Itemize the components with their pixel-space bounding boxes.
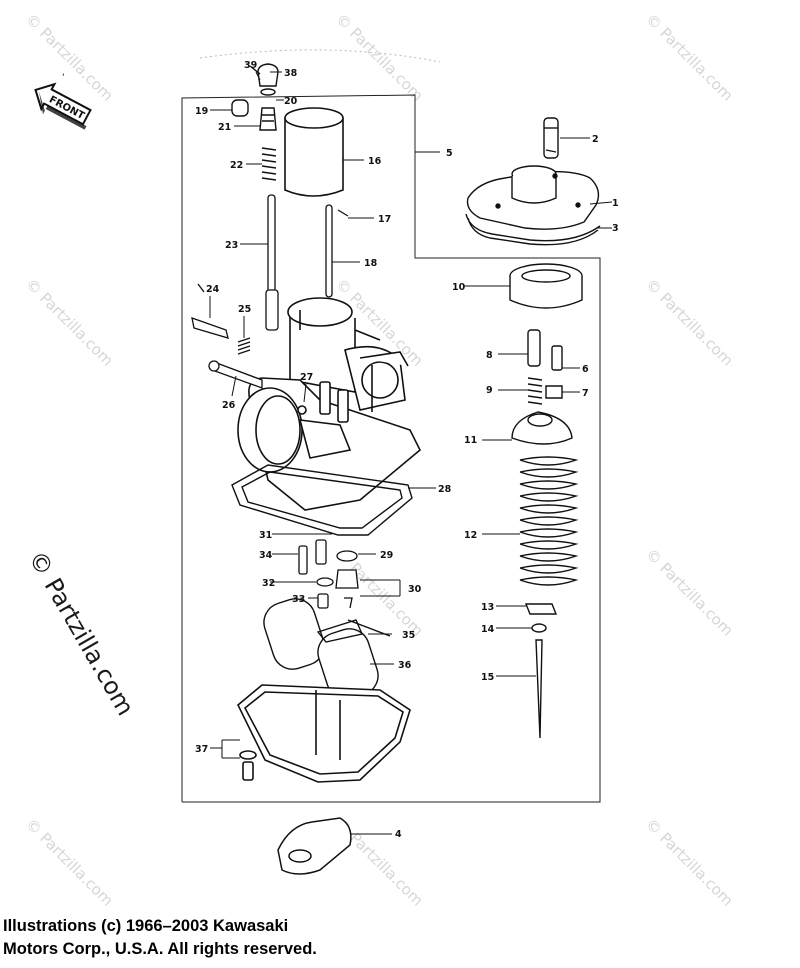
callout-24: 24: [206, 284, 220, 295]
top-cap-assembly: [465, 117, 601, 246]
callout-3: 3: [612, 223, 619, 234]
watermark: © Partzilla.com: [22, 275, 117, 370]
callout-21: 21: [218, 122, 231, 133]
watermark-large: © Partzilla.com: [23, 546, 140, 720]
left-side-parts: [191, 283, 263, 389]
copyright-notice: Illustrations (c) 1966–2003 Kawasaki Mot…: [3, 915, 603, 961]
callout-16: 16: [368, 156, 382, 167]
callout-29: 29: [380, 550, 393, 561]
callout-10: 10: [452, 282, 466, 293]
drain-cap: [277, 817, 352, 875]
callout-35: 35: [402, 630, 415, 641]
callout-39: 39: [244, 60, 257, 71]
float-bowl: [237, 684, 411, 783]
callout-7: 7: [582, 388, 589, 399]
callout-14: 14: [481, 624, 495, 635]
callout-33: 33: [292, 594, 305, 605]
callout-27: 27: [300, 372, 313, 383]
svg-text:‘: ‘: [62, 73, 65, 83]
callout-38: 38: [284, 68, 298, 79]
callout-1: 1: [612, 198, 619, 209]
assembly-frame: [181, 49, 601, 803]
carburetor-body: [237, 297, 421, 511]
callout-36: 36: [398, 660, 412, 671]
float-assembly: [263, 598, 391, 700]
top-small-parts: [231, 63, 279, 181]
callout-23: 23: [225, 240, 238, 251]
copyright-line-2: Motors Corp., U.S.A. All rights reserved…: [3, 940, 317, 958]
callout-2: 2: [592, 134, 599, 145]
watermark: © Partzilla.com: [642, 815, 737, 910]
callout-9: 9: [486, 385, 493, 396]
callout-13: 13: [481, 602, 494, 613]
callout-22: 22: [230, 160, 243, 171]
callout-17: 17: [378, 214, 391, 225]
callout-20: 20: [284, 96, 298, 107]
callout-5: 5: [446, 148, 453, 159]
callout-25: 25: [238, 304, 251, 315]
callout-6: 6: [582, 364, 589, 375]
watermark: © Partzilla.com: [642, 275, 737, 370]
callout-28: 28: [438, 484, 452, 495]
callout-37: 37: [195, 744, 208, 755]
throttle-valve: [284, 107, 344, 197]
callout-30: 30: [408, 584, 422, 595]
callout-31: 31: [259, 530, 272, 541]
callout-32: 32: [262, 578, 275, 589]
callout-labels: 1 2 3 4 5 6 7 8 9 10 11 12 13 14 15 16 1…: [195, 60, 619, 840]
callout-19: 19: [195, 106, 208, 117]
callout-34: 34: [259, 550, 273, 561]
callout-4: 4: [395, 829, 402, 840]
callout-11: 11: [464, 435, 477, 446]
watermark: © Partzilla.com: [642, 10, 737, 105]
callout-12: 12: [464, 530, 477, 541]
rods: [265, 194, 349, 331]
callout-26: 26: [222, 400, 236, 411]
leader-lines: [209, 71, 613, 835]
callout-15: 15: [481, 672, 494, 683]
callout-18: 18: [364, 258, 378, 269]
jet-parts: [298, 539, 359, 609]
float-bowl-gasket: [231, 464, 413, 536]
watermark: © Partzilla.com: [332, 10, 427, 105]
watermark: © Partzilla.com: [22, 815, 117, 910]
callout-8: 8: [486, 350, 493, 361]
watermark: © Partzilla.com: [642, 545, 737, 640]
copyright-line-1: Illustrations (c) 1966–2003 Kawasaki: [3, 917, 289, 935]
right-column-parts: [509, 263, 583, 739]
